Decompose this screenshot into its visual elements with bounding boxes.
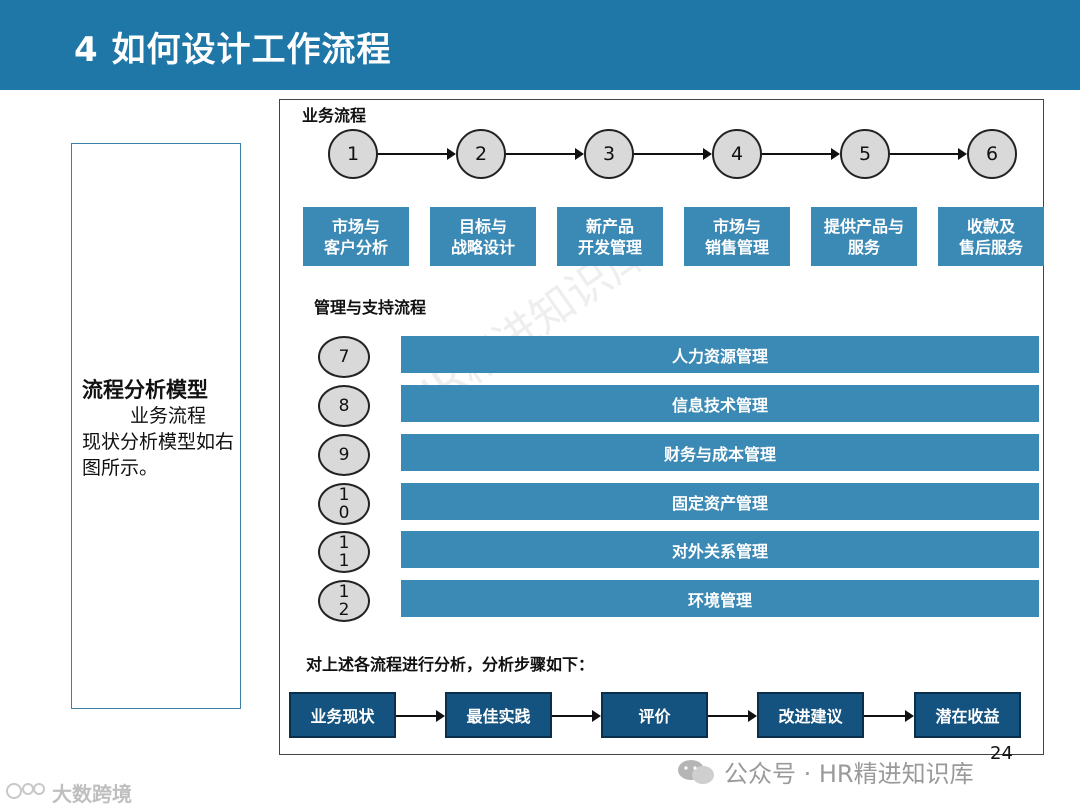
management-process-label: 管理与支持流程: [314, 298, 427, 317]
analysis-step-box: 潜在收益: [914, 692, 1021, 738]
flow-arrow: [378, 148, 456, 160]
management-process-bar: 环境管理: [401, 580, 1039, 617]
logo-text: 大数跨境: [52, 782, 132, 806]
left-panel-text: 流程分析模型 业务流程 现状分析模型如右图所示。: [82, 377, 234, 481]
business-process-box: 新产品 开发管理: [557, 207, 663, 266]
header-bar: 4 如何设计工作流程: [0, 0, 1080, 90]
management-step-circle: 8: [318, 385, 370, 427]
wechat-watermark: 公众号 · HR精进知识库: [676, 754, 974, 789]
business-step-circle: 4: [712, 129, 762, 179]
page-number: 24: [990, 743, 1013, 764]
flow-arrow: [552, 710, 601, 722]
analysis-step-box: 评价: [601, 692, 708, 738]
business-step-circle: 3: [584, 129, 634, 179]
page-title: 4 如何设计工作流程: [74, 30, 392, 70]
flow-arrow: [890, 148, 967, 160]
analysis-steps-label: 对上述各流程进行分析，分析步骤如下：: [306, 655, 595, 674]
wechat-icon: [676, 758, 716, 786]
analysis-step-box: 业务现状: [289, 692, 396, 738]
business-process-box: 市场与 客户分析: [303, 207, 409, 266]
business-process-box: 提供产品与 服务: [811, 207, 917, 266]
business-step-circle: 5: [840, 129, 890, 179]
management-process-bar: 财务与成本管理: [401, 434, 1039, 471]
management-step-circle: 7: [318, 336, 370, 378]
management-step-circle: 1 1: [318, 531, 370, 573]
management-process-bar: 人力资源管理: [401, 336, 1039, 373]
flow-arrow: [762, 148, 840, 160]
flow-arrow: [708, 710, 757, 722]
management-step-circle: 9: [318, 434, 370, 476]
management-process-bar: 信息技术管理: [401, 385, 1039, 422]
business-process-box: 收款及 售后服务: [938, 207, 1044, 266]
model-subtitle: 业务流程: [130, 405, 207, 427]
business-process-label: 业务流程: [302, 106, 367, 125]
analysis-step-box: 改进建议: [757, 692, 864, 738]
flow-arrow: [396, 710, 445, 722]
flow-arrow: [864, 710, 914, 722]
business-process-box: 市场与 销售管理: [684, 207, 790, 266]
management-process-bar: 对外关系管理: [401, 531, 1039, 568]
diagram-panel: [279, 99, 1044, 755]
business-step-circle: 2: [456, 129, 506, 179]
management-process-bar: 固定资产管理: [401, 483, 1039, 520]
management-step-circle: 1 0: [318, 483, 370, 525]
corner-logo-watermark: 大数跨境: [6, 778, 132, 807]
wechat-account-text: 公众号 · HR精进知识库: [724, 760, 974, 788]
business-process-box: 目标与 战略设计: [430, 207, 536, 266]
model-description: 现状分析模型如右图所示。: [82, 431, 235, 479]
analysis-step-box: 最佳实践: [445, 692, 552, 738]
model-title: 流程分析模型: [82, 378, 208, 402]
business-step-circle: 1: [328, 129, 378, 179]
flow-arrow: [506, 148, 584, 160]
flow-arrow: [634, 148, 712, 160]
business-step-circle: 6: [967, 129, 1017, 179]
left-panel: 流程分析模型 业务流程 现状分析模型如右图所示。: [71, 143, 241, 709]
management-step-circle: 1 2: [318, 580, 370, 622]
logo-icon: [6, 779, 46, 806]
